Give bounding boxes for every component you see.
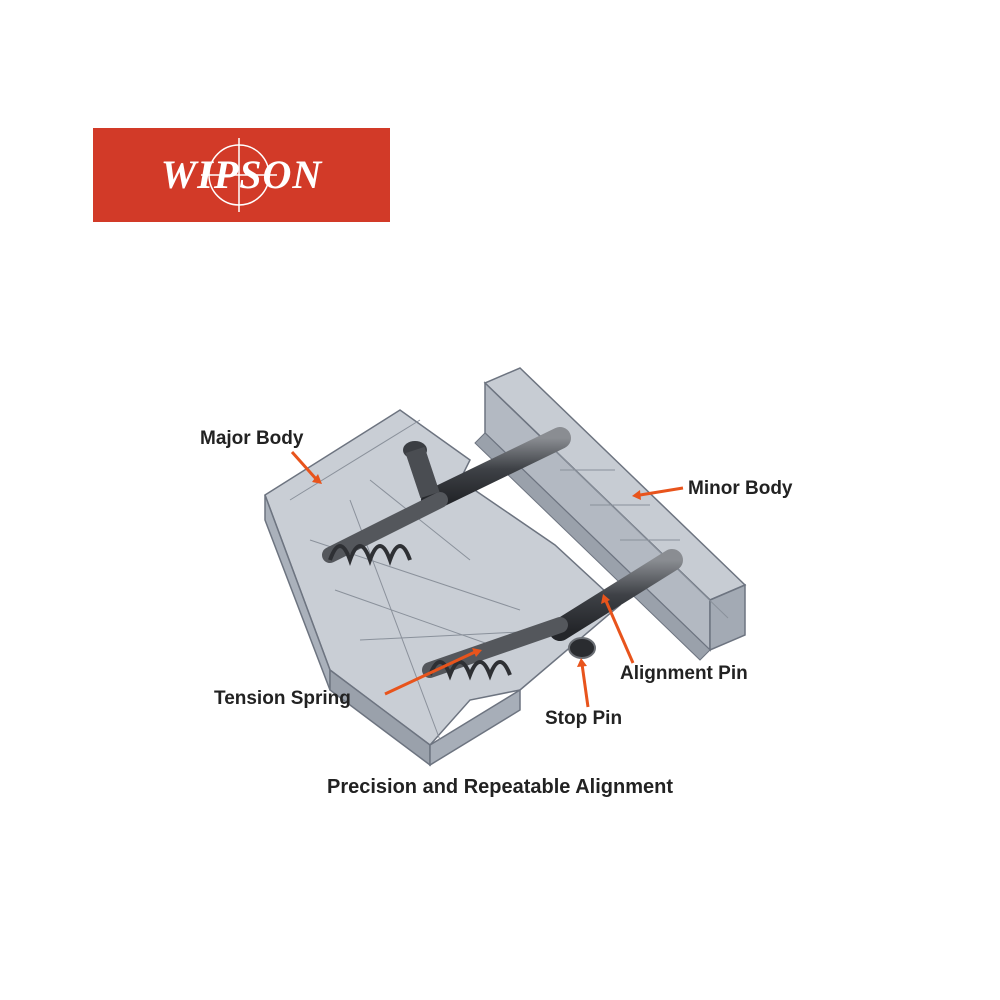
label-stop-pin: Stop Pin [545, 708, 623, 729]
label-alignment-pin: Alignment Pin [620, 663, 748, 684]
upper-pin-assembly [322, 427, 571, 566]
major-body-part [264, 409, 622, 767]
crosshair-reticle-icon [201, 138, 277, 212]
brand-logo: WIPSON [93, 128, 390, 222]
diagram-caption: Precision and Repeatable Alignment [326, 776, 673, 798]
logo-text: WIPSON [160, 152, 323, 197]
callout-lines [290, 451, 684, 708]
label-minor-body: Minor Body [688, 478, 793, 499]
label-major-body: Major Body [200, 428, 304, 449]
label-tension-spring: Tension Spring [214, 688, 351, 709]
